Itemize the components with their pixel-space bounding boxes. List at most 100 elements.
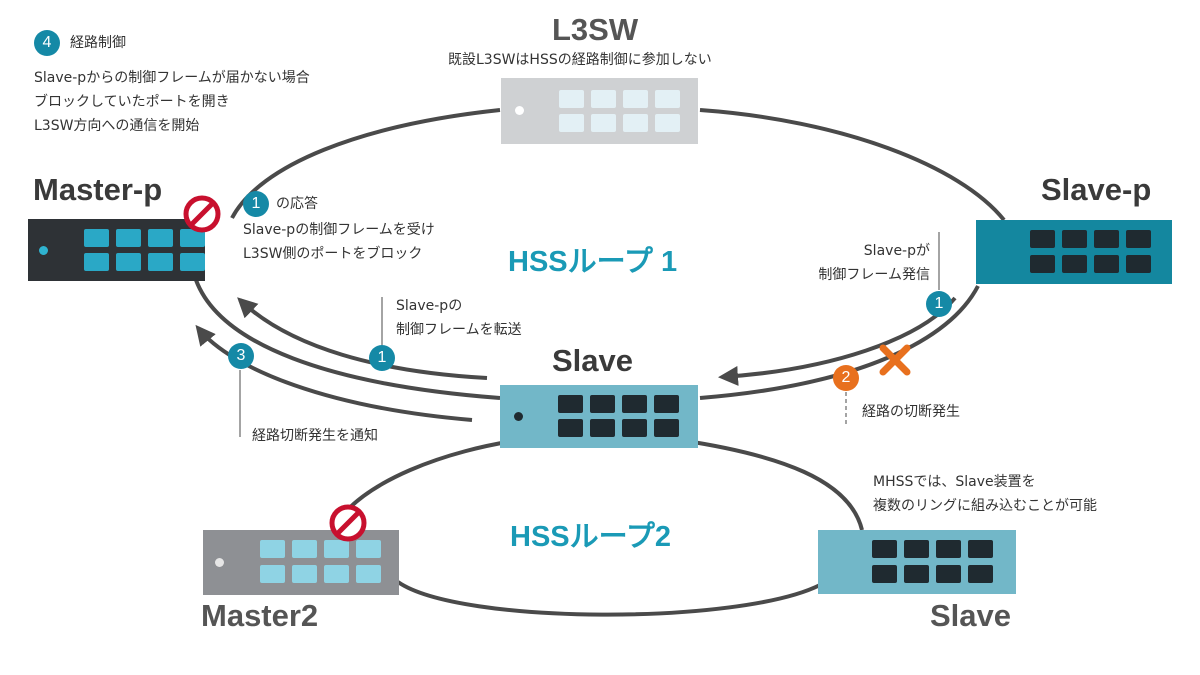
port-icon — [116, 253, 141, 271]
port-icon — [968, 565, 993, 583]
port-icon — [324, 565, 349, 583]
master-p-device — [28, 219, 205, 281]
port-icon — [622, 395, 647, 413]
step1-response-line: L3SW側のポートをブロック — [243, 246, 423, 262]
port-icon — [1062, 255, 1087, 273]
port-icon — [558, 395, 583, 413]
step4-text: Slave-pからの制御フレームが届かない場合 ブロックしていたポートを開き L… — [34, 66, 310, 138]
port-icon — [904, 565, 929, 583]
slave-p-device — [976, 220, 1172, 284]
port-icon — [84, 229, 109, 247]
port-icon — [590, 395, 615, 413]
port-icon — [180, 229, 205, 247]
slave-label: Slave — [552, 343, 634, 378]
port-icon — [1126, 230, 1151, 248]
step3-badge: 3 — [228, 343, 254, 369]
port-icon — [260, 565, 285, 583]
port-icon — [655, 90, 680, 108]
port-icon — [1126, 255, 1151, 273]
l3sw-label: L3SW — [552, 12, 639, 47]
port-icon — [292, 565, 317, 583]
cross-icon — [879, 344, 911, 376]
arrow-slavep-to-slave — [718, 296, 957, 386]
port-icon — [558, 419, 583, 437]
port-icon — [1030, 230, 1055, 248]
port-icon — [622, 419, 647, 437]
port-icon — [559, 90, 584, 108]
ring-loop1-bottom-left — [194, 279, 501, 400]
ring-loop2-bottom — [396, 580, 821, 617]
port-icon — [1030, 255, 1055, 273]
step1-response-text: Slave-pの制御フレームを受け L3SW側のポートをブロック — [243, 218, 435, 266]
master-p-label: Master-p — [33, 172, 163, 207]
step1-response-line: Slave-pの制御フレームを受け — [243, 222, 435, 238]
port-icon — [872, 540, 897, 558]
port-icon — [356, 565, 381, 583]
port-icon — [936, 565, 961, 583]
port-icon — [116, 229, 141, 247]
port-icon — [84, 253, 109, 271]
port-icon — [324, 540, 349, 558]
loop1-label: HSSループ 1 — [508, 246, 678, 278]
port-icon — [559, 114, 584, 132]
port-icon — [936, 540, 961, 558]
port-icon — [872, 565, 897, 583]
port-icon — [1094, 255, 1119, 273]
port-icon — [623, 90, 648, 108]
loop2-label: HSSループ2 — [510, 521, 672, 553]
port-icon — [591, 114, 616, 132]
arrow-slave-to-master-upper — [237, 297, 488, 380]
status-led-icon — [515, 106, 524, 115]
step3-text: 経路切断発生を通知 — [252, 428, 378, 444]
port-icon — [180, 253, 205, 271]
port-icon — [356, 540, 381, 558]
port-icon — [904, 540, 929, 558]
step4-badge: 4 — [34, 30, 60, 56]
mhss-note-line: 複数のリングに組み込むことが可能 — [873, 498, 1097, 514]
ring-loop2-top-right — [679, 438, 864, 531]
step1-slave-line: 制御フレームを転送 — [396, 322, 522, 338]
port-icon — [968, 540, 993, 558]
status-led-icon — [39, 246, 48, 255]
port-icon — [654, 419, 679, 437]
slave-p-label: Slave-p — [1041, 172, 1152, 207]
port-icon — [1094, 230, 1119, 248]
block-icon — [183, 195, 221, 233]
port-icon — [591, 90, 616, 108]
step4-line: Slave-pからの制御フレームが届かない場合 — [34, 70, 310, 86]
mhss-note: MHSSでは、Slave装置を 複数のリングに組み込むことが可能 — [873, 470, 1097, 518]
ring-loop1-top-right — [699, 108, 1006, 222]
port-icon — [260, 540, 285, 558]
step1-response-badge: 1 — [243, 191, 269, 217]
port-icon — [590, 419, 615, 437]
block-icon — [329, 504, 367, 542]
step1-slave-text: Slave-pの 制御フレームを転送 — [396, 294, 522, 342]
arrow-slave-to-master-lower — [195, 324, 473, 422]
port-icon — [1062, 230, 1087, 248]
port-icon — [148, 253, 173, 271]
slave-device — [500, 385, 698, 448]
l3sw-caption: 既設L3SWはHSSの経路制御に参加しない — [448, 52, 712, 68]
slave-bottom-label: Slave — [930, 598, 1012, 633]
port-icon — [623, 114, 648, 132]
mhss-note-line: MHSSでは、Slave装置を — [873, 474, 1036, 490]
step2-badge: 2 — [833, 365, 859, 391]
step4-line: L3SW方向への通信を開始 — [34, 118, 200, 134]
step4-line: ブロックしていたポートを開き — [34, 94, 230, 110]
port-icon — [292, 540, 317, 558]
master2-device — [203, 530, 399, 595]
port-icon — [655, 114, 680, 132]
status-led-icon — [514, 412, 523, 421]
step1-slavep-line: 制御フレーム発信 — [818, 267, 930, 283]
slave-bottom-device — [818, 530, 1016, 594]
port-icon — [148, 229, 173, 247]
step1-slave-badge: 1 — [369, 345, 395, 371]
step1-slave-line: Slave-pの — [396, 298, 463, 314]
step1-slavep-line: Slave-pが — [863, 243, 930, 259]
step1-response-head: の応答 — [276, 196, 318, 212]
step2-text: 経路の切断発生 — [862, 404, 960, 420]
step4-head: 経路制御 — [70, 35, 126, 51]
status-led-icon — [215, 558, 224, 567]
